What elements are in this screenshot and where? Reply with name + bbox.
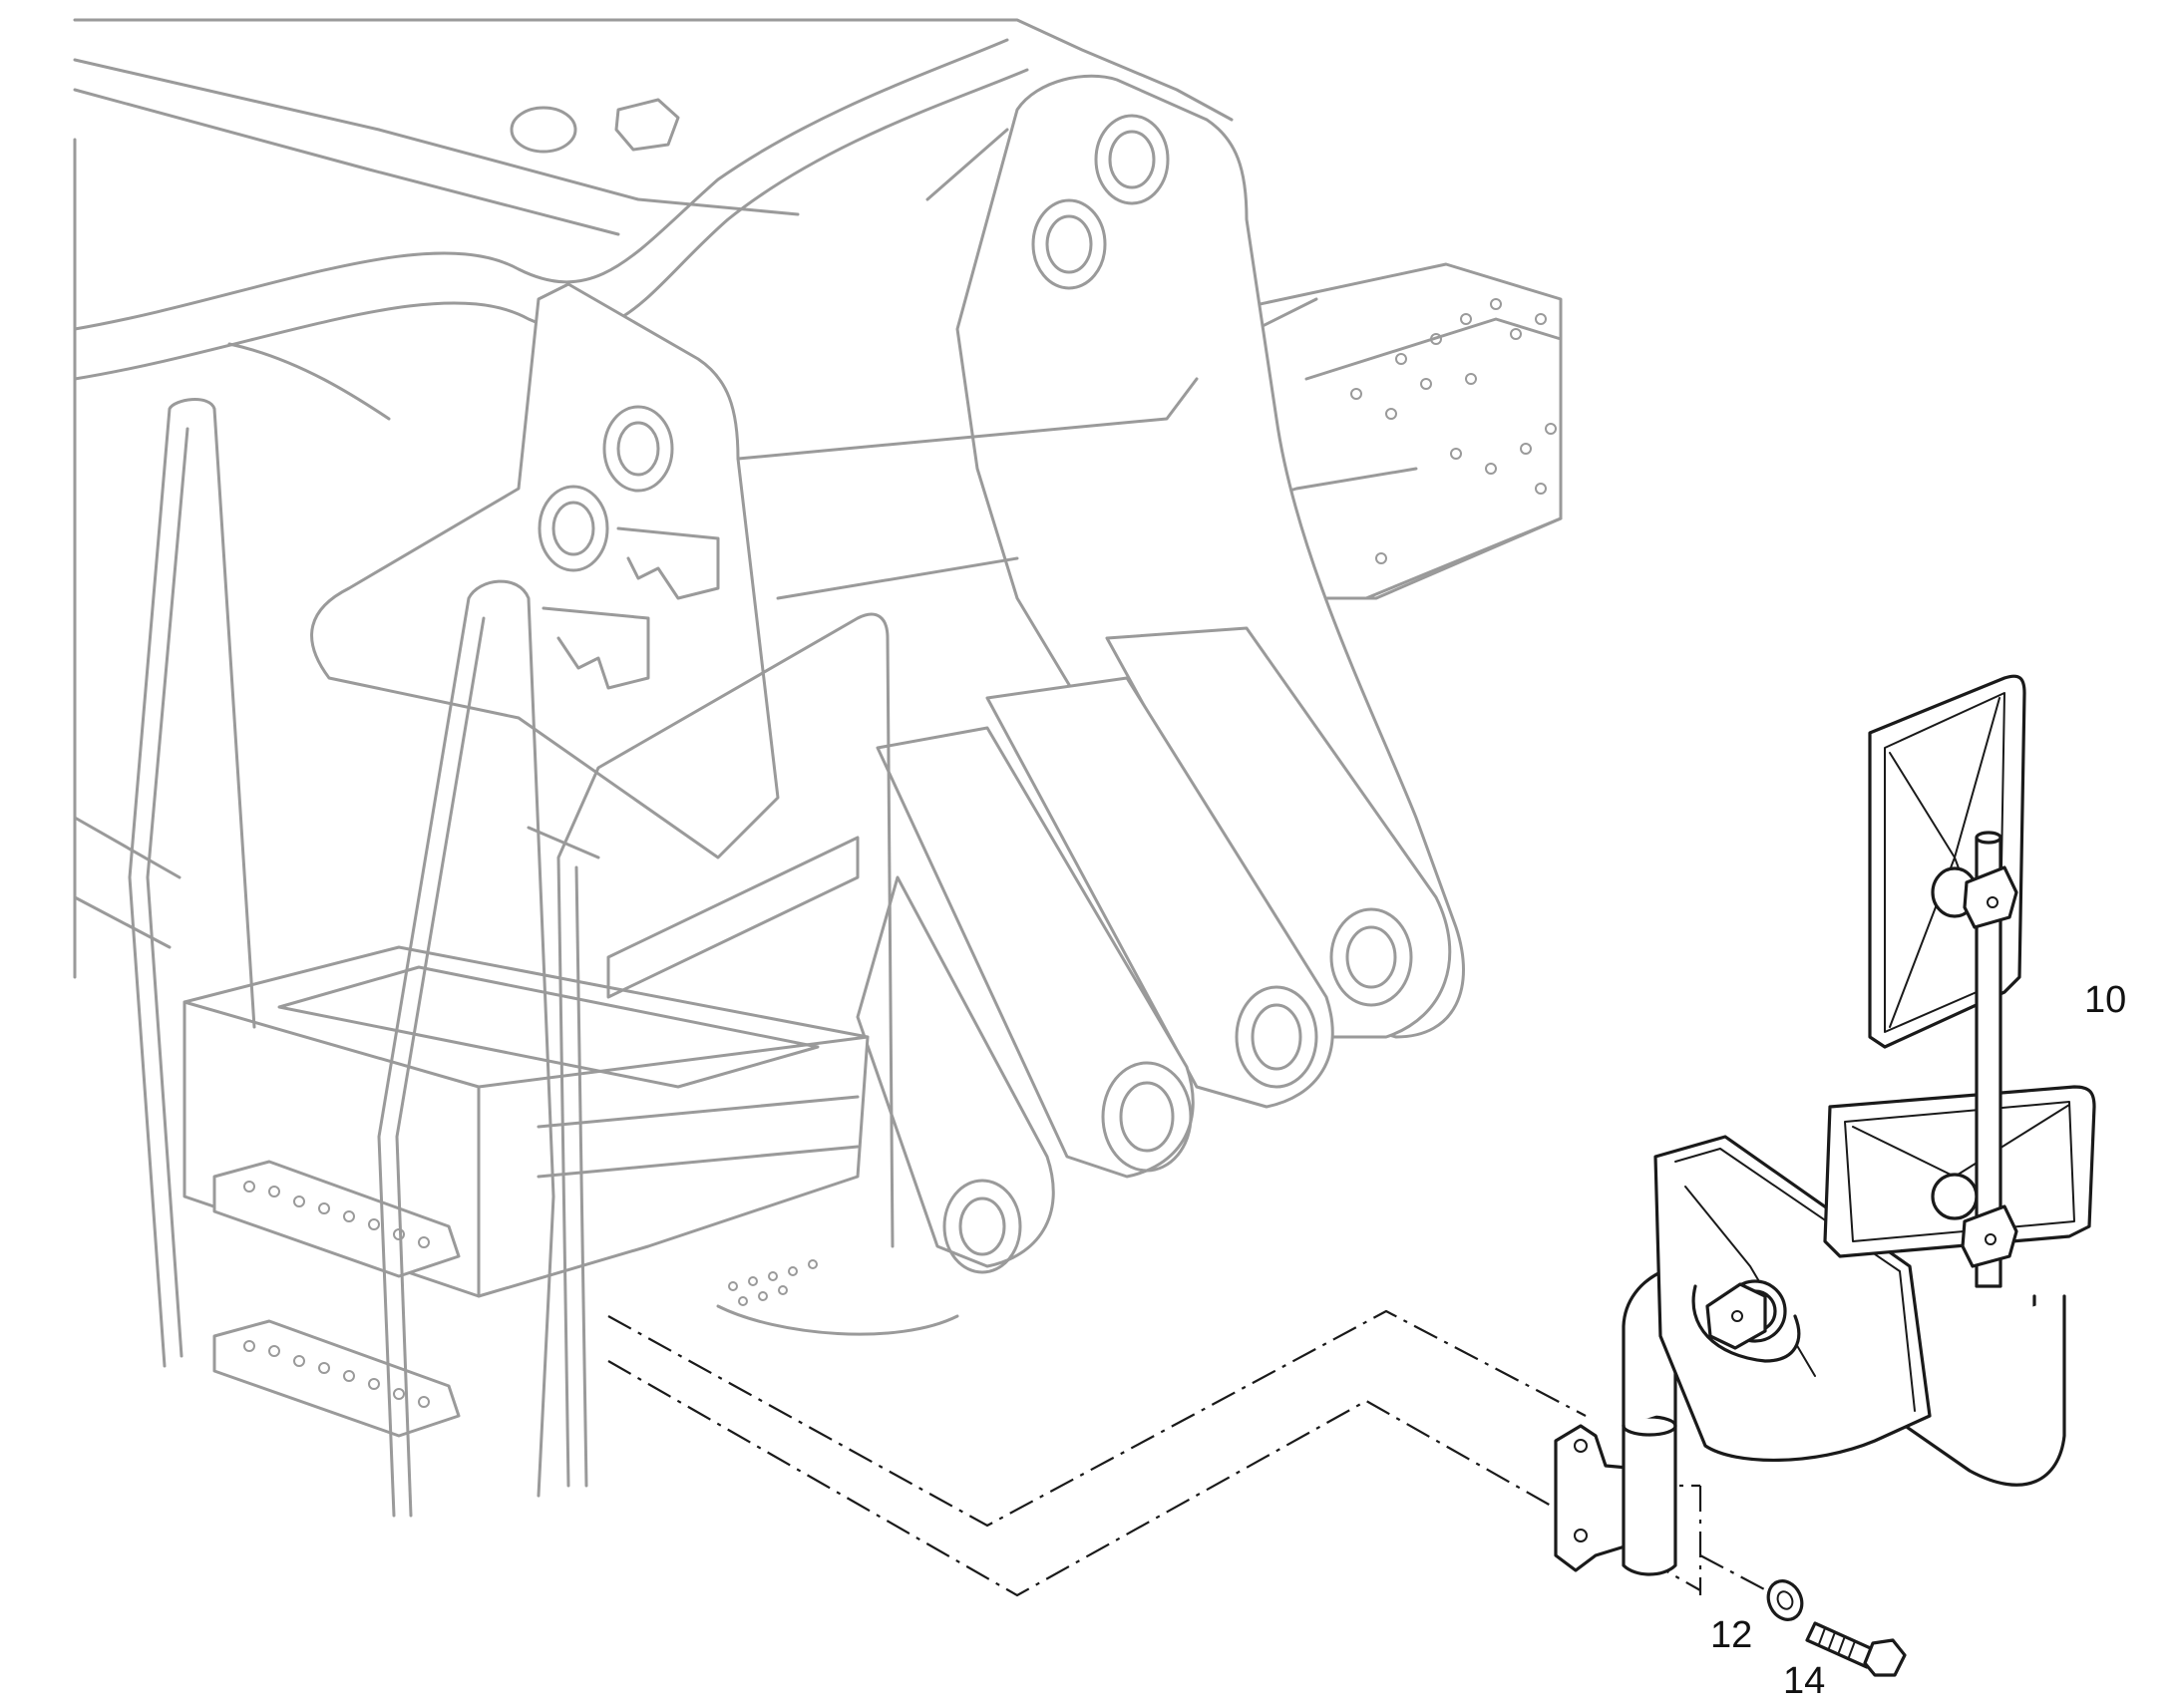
pivot-lugs — [716, 626, 1452, 1336]
washer — [1766, 1579, 1804, 1621]
callout-14: 14 — [1783, 1660, 1825, 1702]
inner-plate — [310, 282, 1199, 859]
callout-12: 12 — [1710, 1614, 1752, 1656]
bolt — [1805, 1621, 1907, 1677]
callout-10: 10 — [2084, 979, 2126, 1021]
access-steps — [212, 1160, 461, 1438]
explode-lines — [607, 1309, 1786, 1601]
handrails — [128, 398, 895, 1518]
mirror-assembly — [1554, 674, 2096, 1576]
tool-box — [182, 945, 870, 1306]
